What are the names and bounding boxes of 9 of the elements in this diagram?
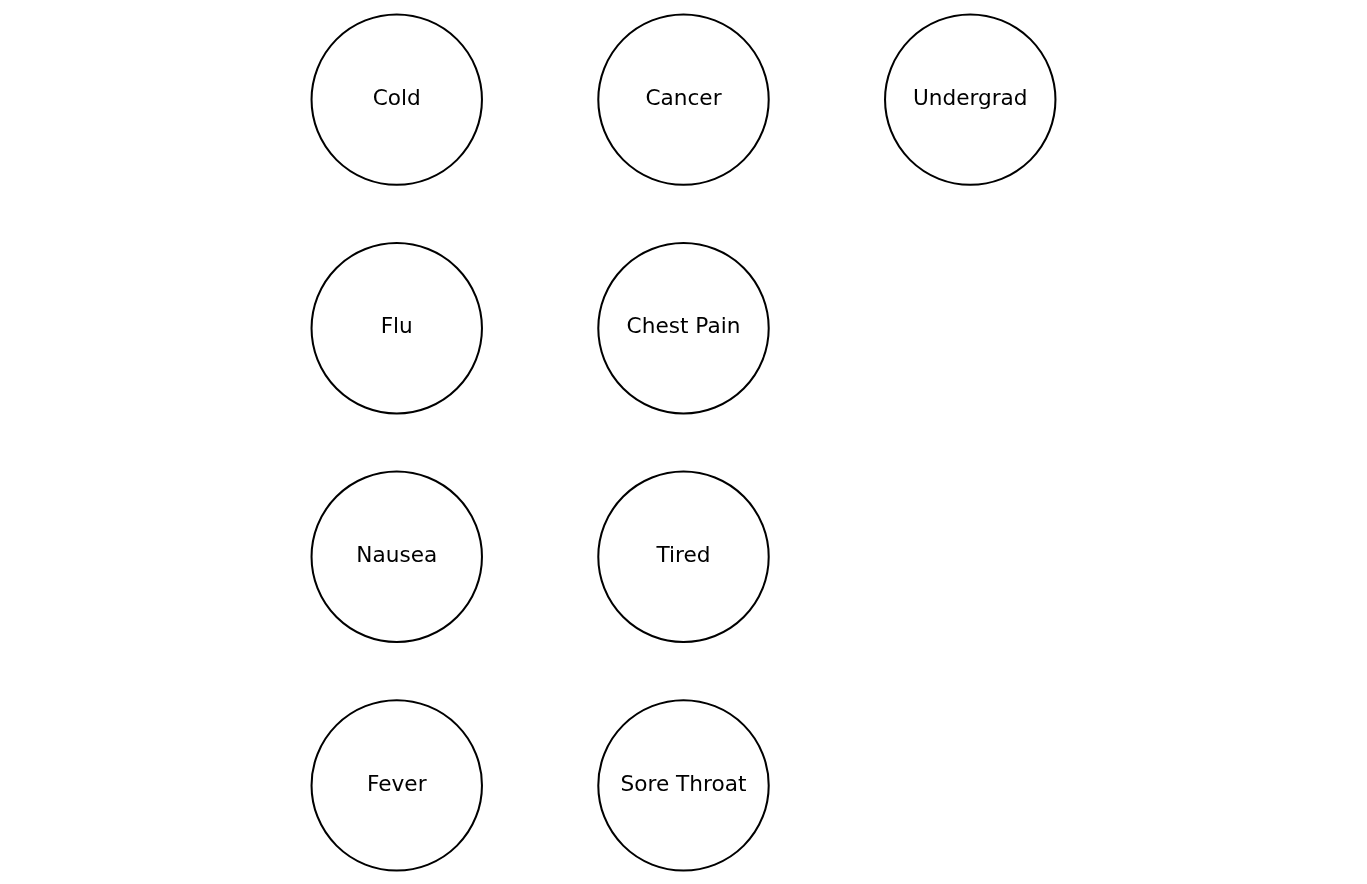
node-circle: Cold (310, 12, 483, 186)
node-circle: Nausea (310, 470, 483, 643)
node-circle: Flu (310, 241, 483, 414)
node-circle: Chest Pain (597, 241, 770, 414)
node-circle: Sore Throat (597, 698, 770, 872)
node-circle: Undergrad (884, 12, 1057, 186)
node-circle: Tired (597, 470, 770, 643)
node-circle: Fever (310, 698, 483, 872)
node-circle: Cancer (597, 12, 770, 186)
